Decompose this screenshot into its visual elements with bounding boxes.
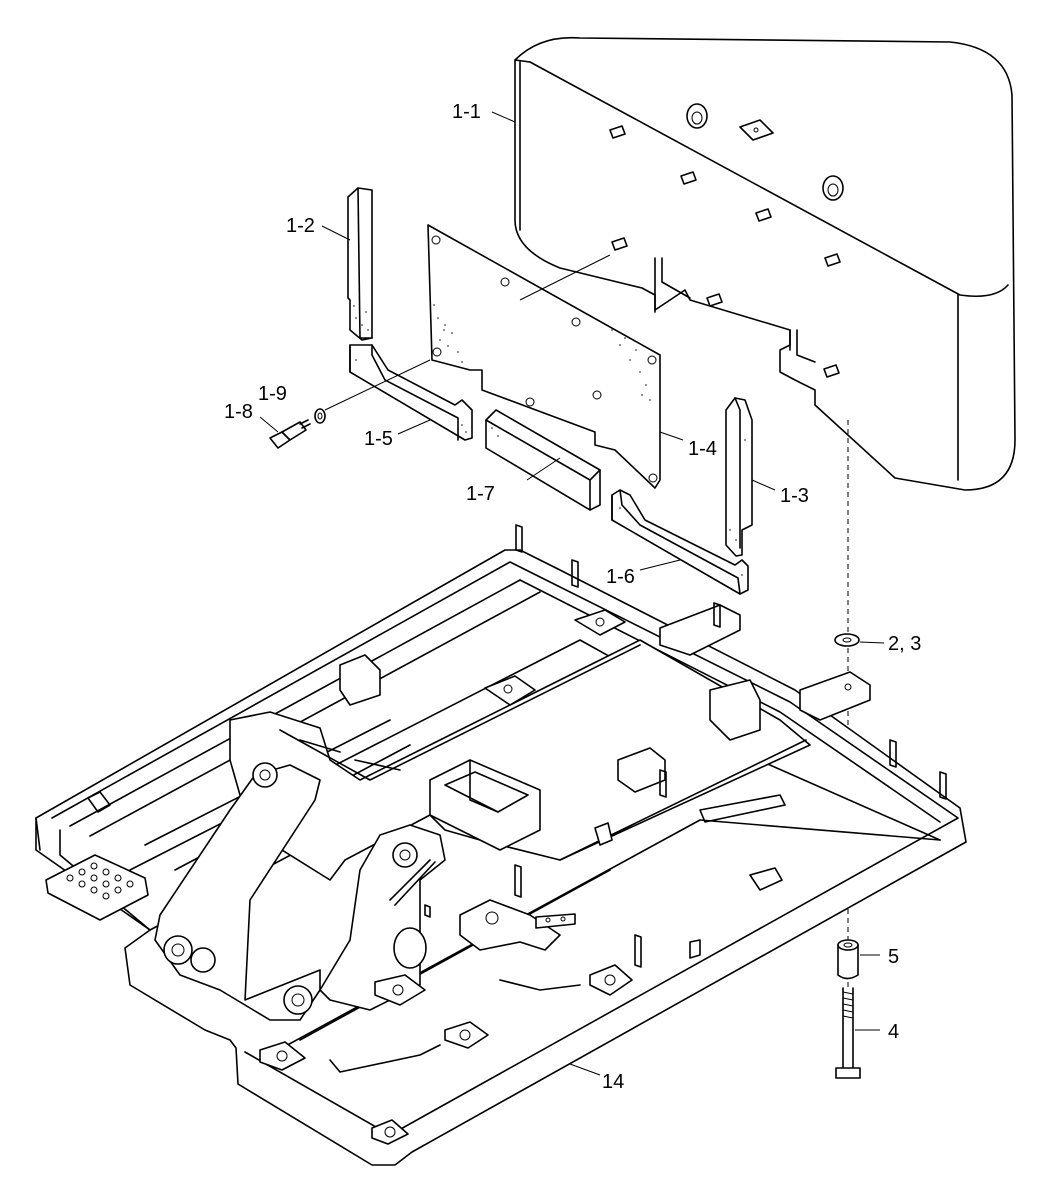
label-2-3: 2, 3 (888, 633, 921, 655)
step-plate[interactable] (45, 854, 149, 921)
spacer-part-1-6[interactable] (611, 489, 749, 595)
label-1-2: 1-2 (286, 215, 315, 237)
washer-part-1-9[interactable] (314, 408, 326, 424)
label-4: 4 (888, 1021, 899, 1043)
frame-part-14[interactable] (35, 524, 967, 1166)
label-1-5: 1-5 (364, 428, 393, 450)
label-1-6: 1-6 (606, 566, 635, 588)
plate-part-1-4[interactable] (427, 224, 661, 489)
label-1-1: 1-1 (452, 101, 481, 123)
stipple-shading (433, 304, 651, 401)
label-1-7: 1-7 (466, 483, 495, 505)
spacer-part-1-2[interactable] (347, 187, 373, 341)
bolt-part-1-8[interactable] (269, 419, 311, 449)
counterweight-part-1-1[interactable] (514, 36, 1016, 491)
spacer-part-1-5[interactable] (349, 344, 473, 441)
bolt-part-4[interactable] (835, 987, 861, 1079)
washer-part-2-3[interactable] (834, 633, 860, 647)
label-5: 5 (888, 946, 899, 968)
spacer-part-5[interactable] (837, 939, 859, 980)
spacer-part-1-7[interactable] (485, 409, 601, 511)
label-1-9: 1-9 (258, 383, 287, 405)
leader-lines (259, 111, 885, 1076)
label-1-4: 1-4 (688, 438, 717, 460)
label-1-8: 1-8 (224, 401, 253, 423)
label-1-3: 1-3 (780, 485, 809, 507)
spacer-part-1-3[interactable] (725, 397, 753, 557)
label-14: 14 (602, 1071, 624, 1093)
